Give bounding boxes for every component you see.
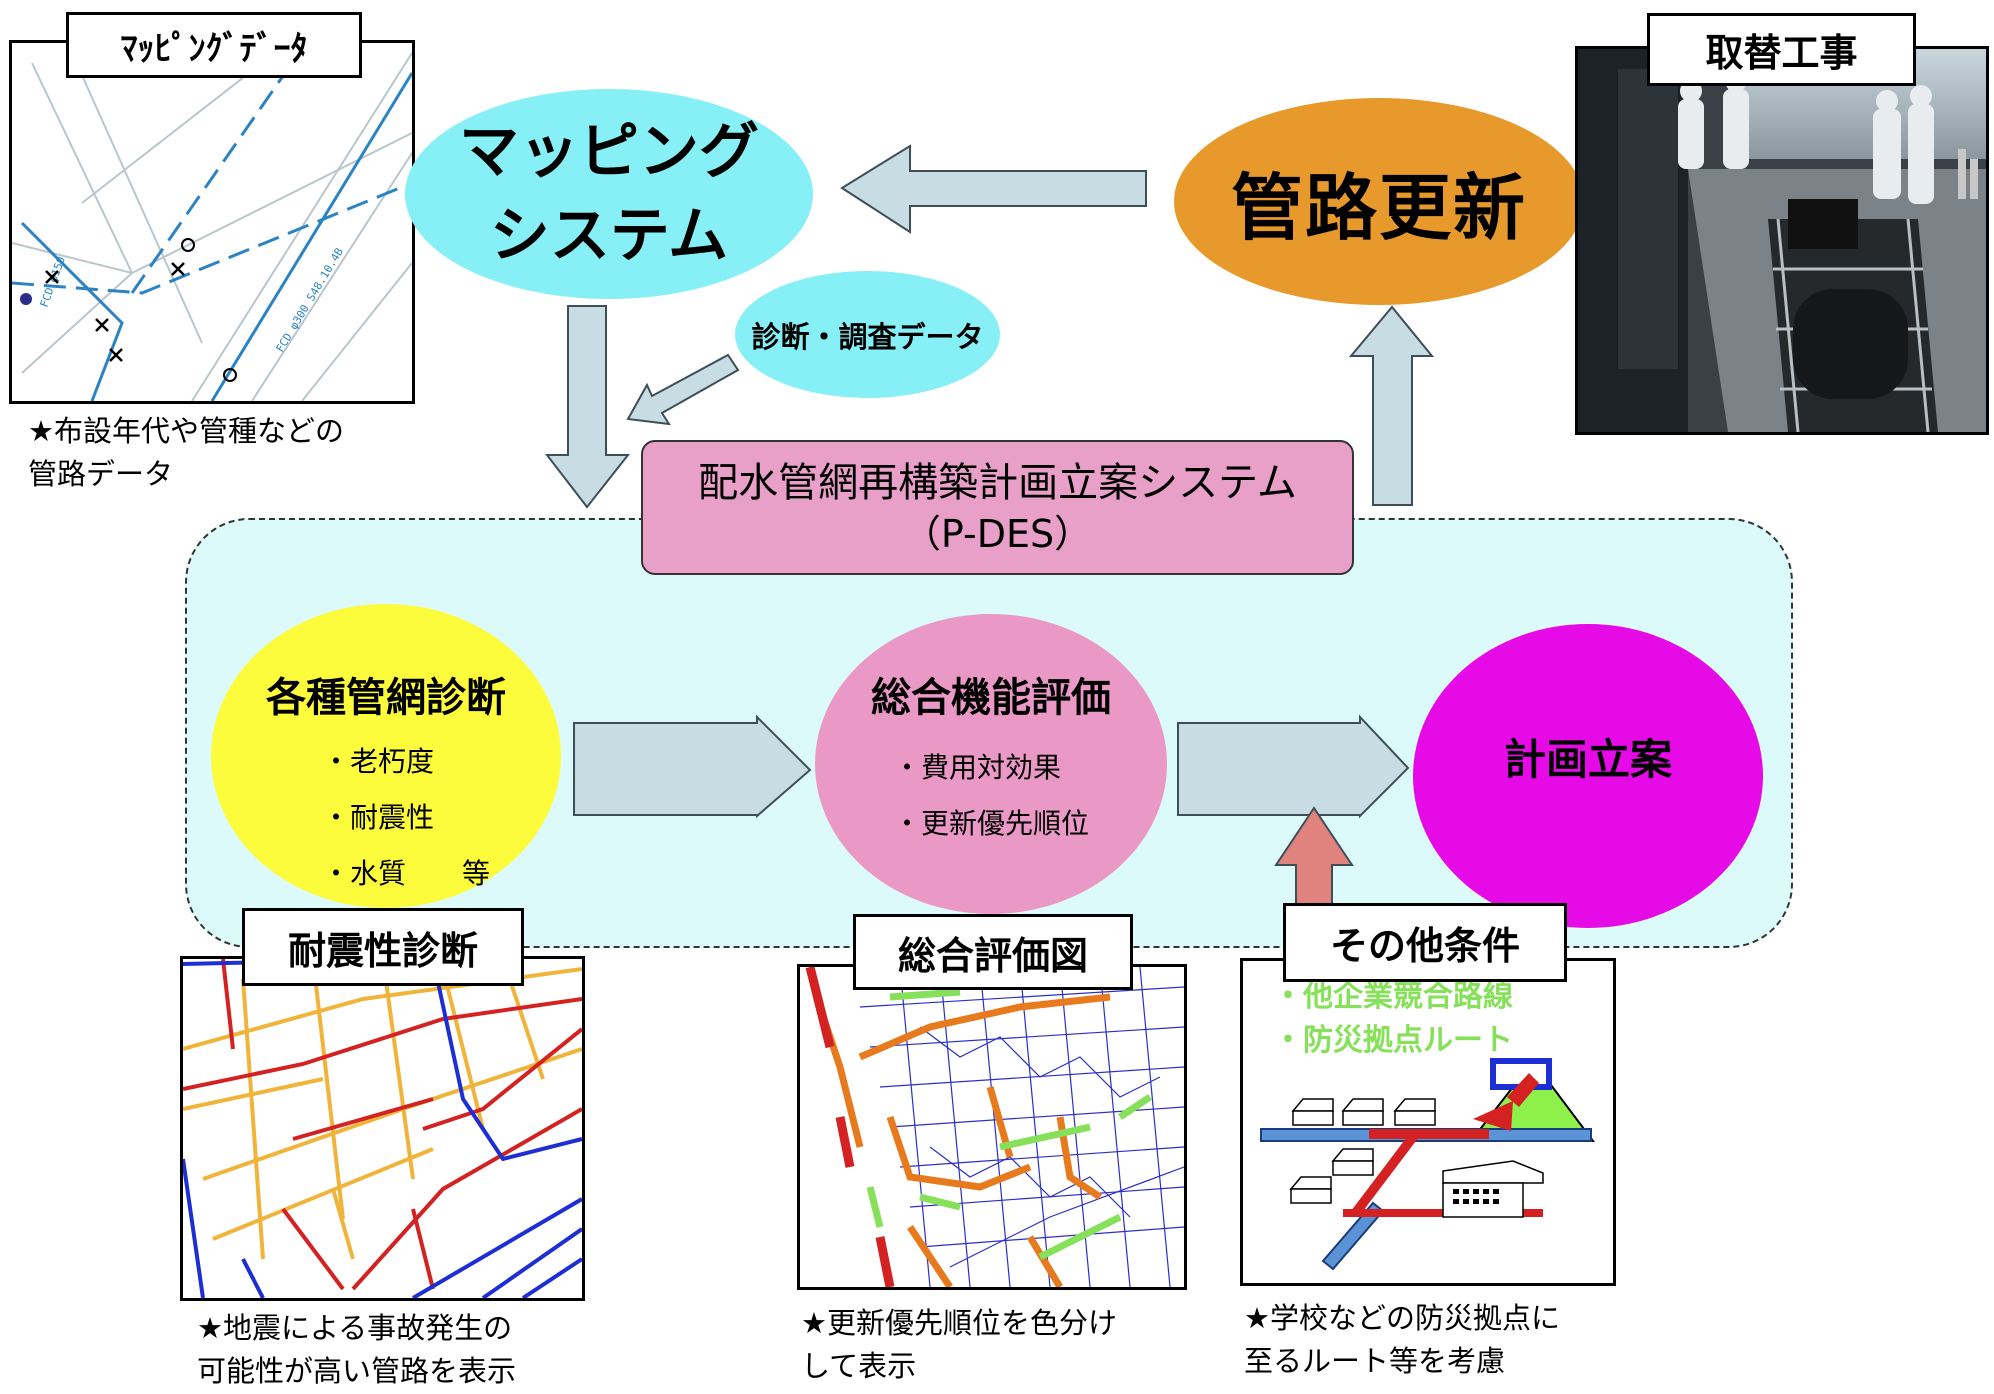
stage-diagnosis-circle: 各種管網診断 ・老朽度 ・耐震性 ・水質 等 <box>211 604 561 908</box>
other-conditions-tag: その他条件 <box>1283 903 1567 982</box>
other-conditions-item-1: ・他企業競合路線 <box>1273 979 1513 1014</box>
stage-planning-title: 計画立案 <box>1503 734 1672 784</box>
mapping-data-tag: ﾏｯﾋﾟﾝｸﾞﾃﾞｰﾀ <box>66 12 362 78</box>
arrow-evaluation-to-planning <box>1177 714 1410 819</box>
stage-diagnosis-title: 各種管網診断 <box>266 675 506 721</box>
other-conditions-caption-line2: 至るルート等を考慮 <box>1244 1344 1506 1378</box>
arrow-diagnosis-to-pdes <box>626 353 740 426</box>
diagnosis-data-ellipse: 診断・調査データ <box>735 271 1000 398</box>
other-conditions-item-2: ・防災拠点ルート <box>1273 1023 1513 1058</box>
pdes-title-box: 配水管網再構築計画立案システム （P-DES） <box>641 440 1354 575</box>
mapping-system-ellipse: マッピング システム <box>405 89 813 299</box>
stage-diagnosis-item-3: ・水質 等 <box>321 857 490 890</box>
stage-planning-circle: 計画立案 <box>1413 624 1763 928</box>
replacement-work-tag: 取替工事 <box>1647 13 1916 86</box>
other-conditions-illustration: ・他企業競合路線 ・防災拠点ルート <box>1240 958 1616 1286</box>
seismic-diagnosis-map <box>180 956 585 1301</box>
arrow-conditions-to-planning <box>1274 806 1354 906</box>
pdes-title-line1: 配水管網再構築計画立案システム <box>698 459 1297 506</box>
mapping-data-map: FCD φ300 S48.10.4B FCD φ150 <box>9 40 415 404</box>
arrow-mapping-to-pdes <box>544 305 631 509</box>
evaluation-caption-line2: して表示 <box>801 1349 917 1383</box>
mapping-data-caption-line1: ★布設年代や管種などの <box>28 414 344 448</box>
evaluation-map <box>797 964 1187 1290</box>
seismic-diagnosis-tag: 耐震性診断 <box>242 908 524 986</box>
replacement-work-photo <box>1575 46 1989 435</box>
arrow-renewal-to-mapping <box>840 144 1147 234</box>
seismic-caption-line1: ★地震による事故発生の <box>197 1311 513 1345</box>
diagnosis-data-label: 診断・調査データ <box>751 319 984 354</box>
seismic-caption-line2: 可能性が高い管路を表示 <box>197 1354 517 1388</box>
pipe-renewal-label: 管路更新 <box>1230 166 1527 250</box>
arrow-diagnosis-to-evaluation <box>573 714 812 819</box>
mapping-system-label-line2: システム <box>489 201 729 271</box>
stage-evaluation-circle: 総合機能評価 ・費用対効果 ・更新優先順位 <box>815 614 1167 914</box>
pdes-title-line2: （P-DES） <box>902 511 1093 556</box>
stage-evaluation-item-1: ・費用対効果 <box>892 751 1061 784</box>
mapping-system-label-line1: マッピング <box>459 117 759 187</box>
arrow-pdes-to-renewal <box>1348 305 1435 506</box>
pipe-renewal-ellipse: 管路更新 <box>1174 98 1584 305</box>
mapping-data-caption-line2: 管路データ <box>28 457 174 491</box>
stage-diagnosis-item-1: ・老朽度 <box>321 745 434 778</box>
stage-evaluation-item-2: ・更新優先順位 <box>892 807 1089 840</box>
stage-evaluation-title: 総合機能評価 <box>871 675 1111 721</box>
evaluation-map-tag: 総合評価図 <box>853 914 1133 990</box>
other-conditions-caption-line1: ★学校などの防災拠点に <box>1244 1301 1560 1335</box>
stage-diagnosis-item-2: ・耐震性 <box>321 801 434 834</box>
evaluation-caption-line1: ★更新優先順位を色分け <box>801 1306 1117 1340</box>
